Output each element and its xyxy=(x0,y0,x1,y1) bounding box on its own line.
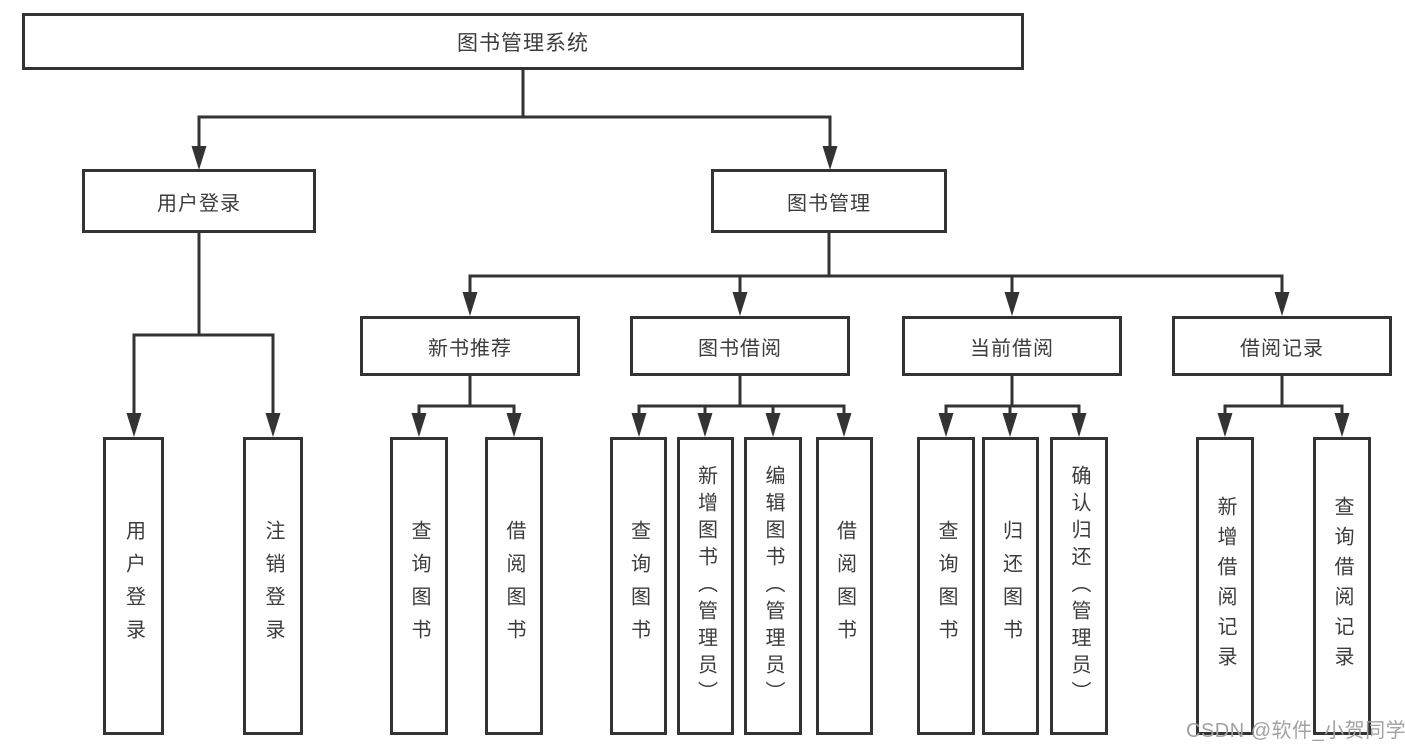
leaf-label: 查询图书 xyxy=(935,520,957,652)
connector-current-borrow-children xyxy=(938,376,1087,437)
node-leaf-add-book-admin: 新增图书（管理员） xyxy=(677,437,734,735)
node-leaf-confirm-return-admin: 确认归还（管理员） xyxy=(1050,437,1108,735)
node-leaf-query-books-3: 查询图书 xyxy=(917,437,975,735)
node-borrow-records: 借阅记录 xyxy=(1172,316,1392,376)
leaf-label: 借阅图书 xyxy=(503,520,525,652)
node-leaf-user-login: 用户登录 xyxy=(103,437,164,735)
leaf-label: 借阅图书 xyxy=(833,520,856,652)
node-leaf-query-borrow-record: 查询借阅记录 xyxy=(1313,437,1371,735)
leaf-label: 编辑图书（管理员） xyxy=(762,464,784,708)
leaf-label: 查询借阅记录 xyxy=(1331,496,1353,676)
node-leaf-query-books-1: 查询图书 xyxy=(390,437,448,735)
connector-book-management-children xyxy=(462,233,1290,316)
node-book-management: 图书管理 xyxy=(711,169,947,233)
connector-new-book-recommend-children xyxy=(411,376,522,437)
leaf-label: 用户登录 xyxy=(122,520,145,652)
node-leaf-return-books: 归还图书 xyxy=(982,437,1039,735)
leaf-label: 注销登录 xyxy=(262,520,284,652)
leaf-label: 新增图书（管理员） xyxy=(694,464,717,708)
leaf-label: 查询图书 xyxy=(627,520,650,652)
node-new-book-recommend: 新书推荐 xyxy=(360,316,580,376)
connector-borrow-records-children xyxy=(1217,376,1350,437)
node-root-library-management-system: 图书管理系统 xyxy=(22,13,1024,70)
leaf-label: 查询图书 xyxy=(408,520,430,652)
node-book-borrow: 图书借阅 xyxy=(630,316,850,376)
connector-root-to-level2 xyxy=(191,70,838,170)
node-leaf-add-borrow-record: 新增借阅记录 xyxy=(1196,437,1254,735)
connector-book-borrow-children xyxy=(631,376,852,437)
node-leaf-query-books-2: 查询图书 xyxy=(610,437,667,735)
csdn-watermark: CSDN @软件_小贺同学 xyxy=(1186,720,1405,742)
node-leaf-borrow-books-2: 借阅图书 xyxy=(816,437,873,735)
leaf-label: 新增借阅记录 xyxy=(1214,496,1236,676)
node-leaf-edit-book-admin: 编辑图书（管理员） xyxy=(744,437,802,735)
node-user-login: 用户登录 xyxy=(82,169,316,233)
leaf-label: 归还图书 xyxy=(999,520,1022,652)
leaf-label: 确认归还（管理员） xyxy=(1068,464,1090,708)
node-leaf-borrow-books-1: 借阅图书 xyxy=(485,437,543,735)
connector-user-login-children xyxy=(126,233,281,437)
node-current-borrow: 当前借阅 xyxy=(902,316,1122,376)
node-leaf-logout: 注销登录 xyxy=(243,437,303,735)
